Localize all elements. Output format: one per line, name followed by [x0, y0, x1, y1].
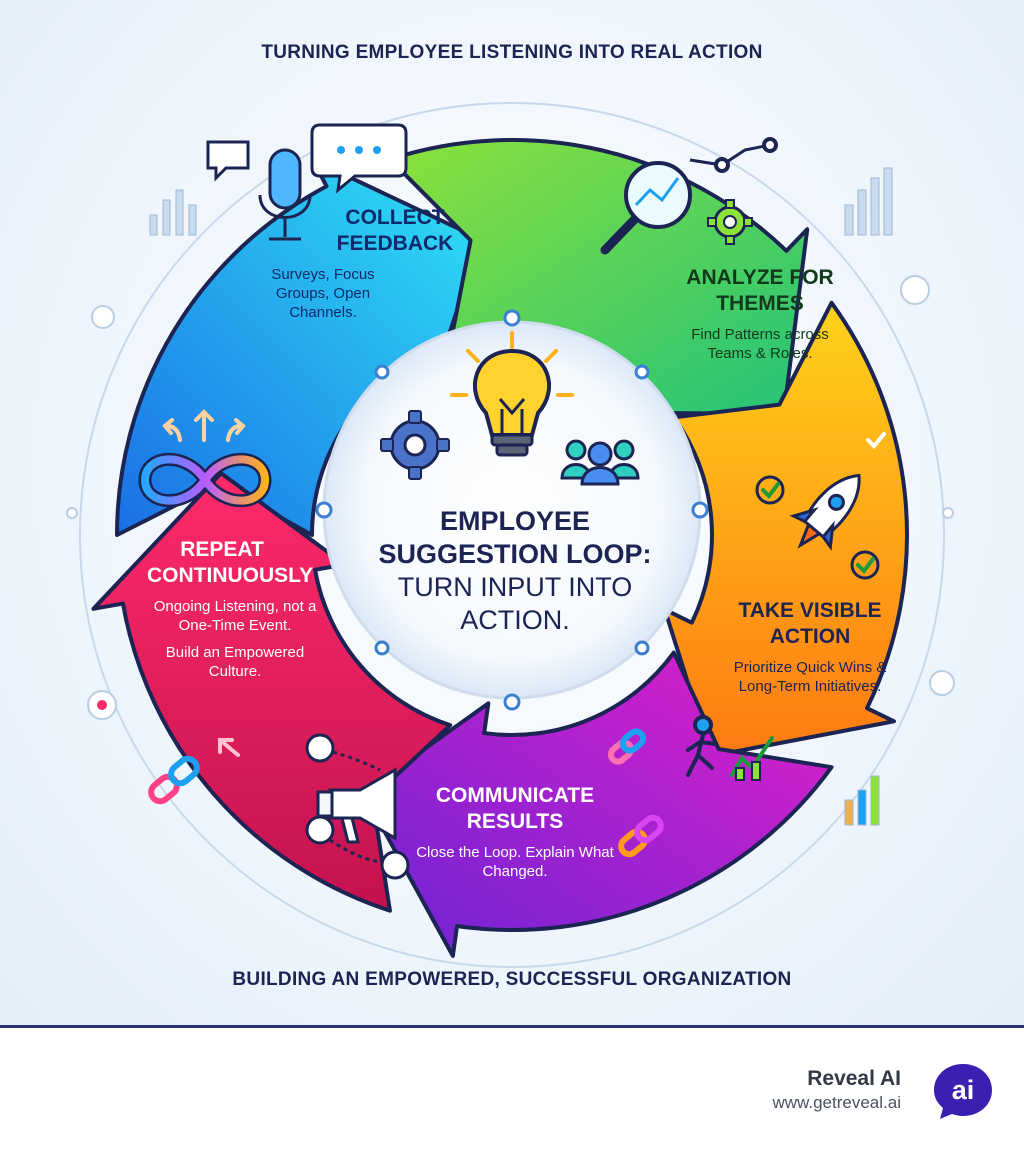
- chat-bubble-icon: [206, 123, 408, 194]
- step-extra: Build an Empowered Culture.: [165, 644, 305, 680]
- decorative-dots: [66, 275, 955, 720]
- runner-icon: [686, 715, 774, 781]
- gear-icon: [707, 199, 753, 245]
- step-analyze-for-themes: ANALYZE FOR THEMES Find Patterns across …: [665, 265, 855, 363]
- center-subtitle: TURN INPUT INTO ACTION.: [397, 572, 633, 635]
- center-title: EMPLOYEE SUGGESTION LOOP:: [378, 506, 652, 569]
- step-description: Close the Loop. Explain What Changed.: [416, 844, 614, 880]
- step-description: Find Patterns across Teams & Roles.: [691, 326, 829, 362]
- rocket-icon: [789, 473, 861, 551]
- megaphone-icon: [305, 733, 410, 880]
- chain-link-icon: [148, 728, 664, 858]
- lightbulb-icon: [450, 331, 574, 457]
- infinity-icon: [138, 452, 272, 508]
- step-repeat-continuously: REPEAT CONTINUOUSLY Ongoing Listening, n…: [135, 537, 345, 681]
- infographic-canvas: TURNING EMPLOYEE LISTENING INTO REAL ACT…: [0, 0, 1024, 1025]
- step-take-visible-action: TAKE VISIBLE ACTION Prioritize Quick Win…: [710, 598, 910, 696]
- connector-nodes: [315, 309, 709, 711]
- step-description: Prioritize Quick Wins & Long-Term Initia…: [733, 659, 887, 695]
- step-title: COLLECT FEEDBACK: [336, 206, 454, 255]
- segment-communicate-results: [361, 650, 834, 958]
- brand-name: Reveal AI: [807, 1067, 901, 1090]
- top-heading: TURNING EMPLOYEE LISTENING INTO REAL ACT…: [261, 42, 763, 63]
- gear-icon: [380, 410, 450, 480]
- center-label: EMPLOYEE SUGGESTION LOOP: TURN INPUT INT…: [360, 505, 670, 637]
- step-title: ANALYZE FOR THEMES: [686, 266, 834, 315]
- step-title: TAKE VISIBLE ACTION: [738, 599, 882, 648]
- footer-divider: [0, 1025, 1024, 1028]
- brand-logo: ai: [934, 1064, 992, 1119]
- loop-diagram: [66, 102, 955, 968]
- brand-logo-text: ai: [952, 1075, 975, 1105]
- step-title: REPEAT CONTINUOUSLY: [147, 538, 314, 587]
- segment-take-visible-action: [662, 300, 909, 759]
- microphone-icon: [258, 148, 312, 241]
- segment-collect-feedback: [115, 157, 483, 537]
- step-communicate-results: COMMUNICATE RESULTS Close the Loop. Expl…: [410, 783, 620, 881]
- arrows-icon: [162, 409, 246, 757]
- step-title: COMMUNICATE RESULTS: [435, 784, 595, 833]
- outer-orbit-ring: [79, 102, 945, 968]
- step-description: Ongoing Listening, not a One-Time Event.: [153, 598, 317, 634]
- people-icon: [560, 439, 640, 486]
- bottom-heading: BUILDING AN EMPOWERED, SUCCESSFUL ORGANI…: [232, 969, 792, 990]
- step-description: Surveys, Focus Groups, Open Channels.: [271, 266, 375, 321]
- bar-chart-decoration: [149, 167, 893, 826]
- step-collect-feedback: COLLECT FEEDBACK Surveys, Focus Groups, …: [230, 205, 480, 322]
- magnifier-chart-icon: [600, 137, 778, 255]
- checkmark-icon: [755, 432, 886, 580]
- brand-url[interactable]: www.getreveal.ai: [772, 1093, 901, 1112]
